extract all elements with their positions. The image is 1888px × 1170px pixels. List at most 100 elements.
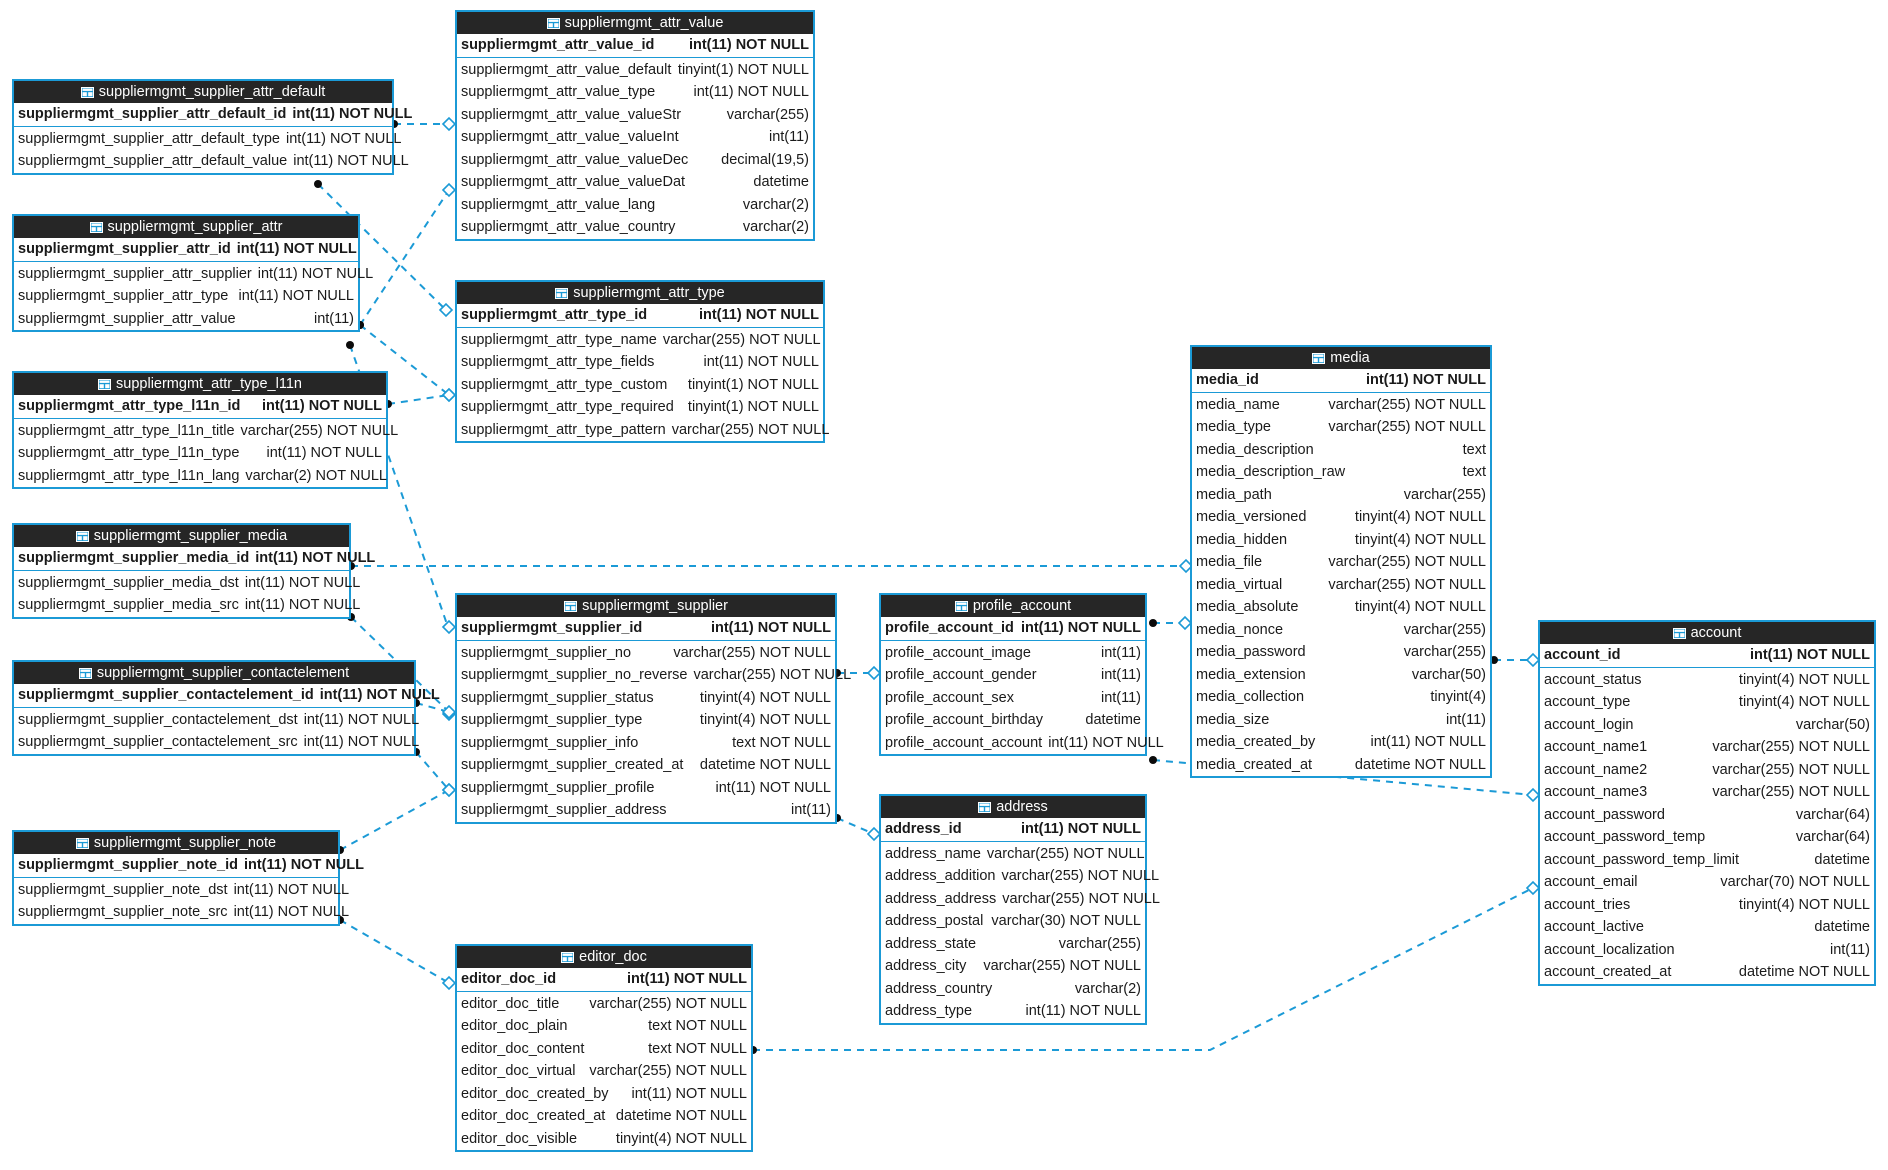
column-row[interactable]: suppliermgmt_supplier_contactelement_dst… bbox=[14, 709, 419, 732]
column-row[interactable]: suppliermgmt_supplier_contactelement_src… bbox=[14, 731, 419, 754]
column-row[interactable]: suppliermgmt_supplier_attr_default_value… bbox=[14, 150, 409, 173]
